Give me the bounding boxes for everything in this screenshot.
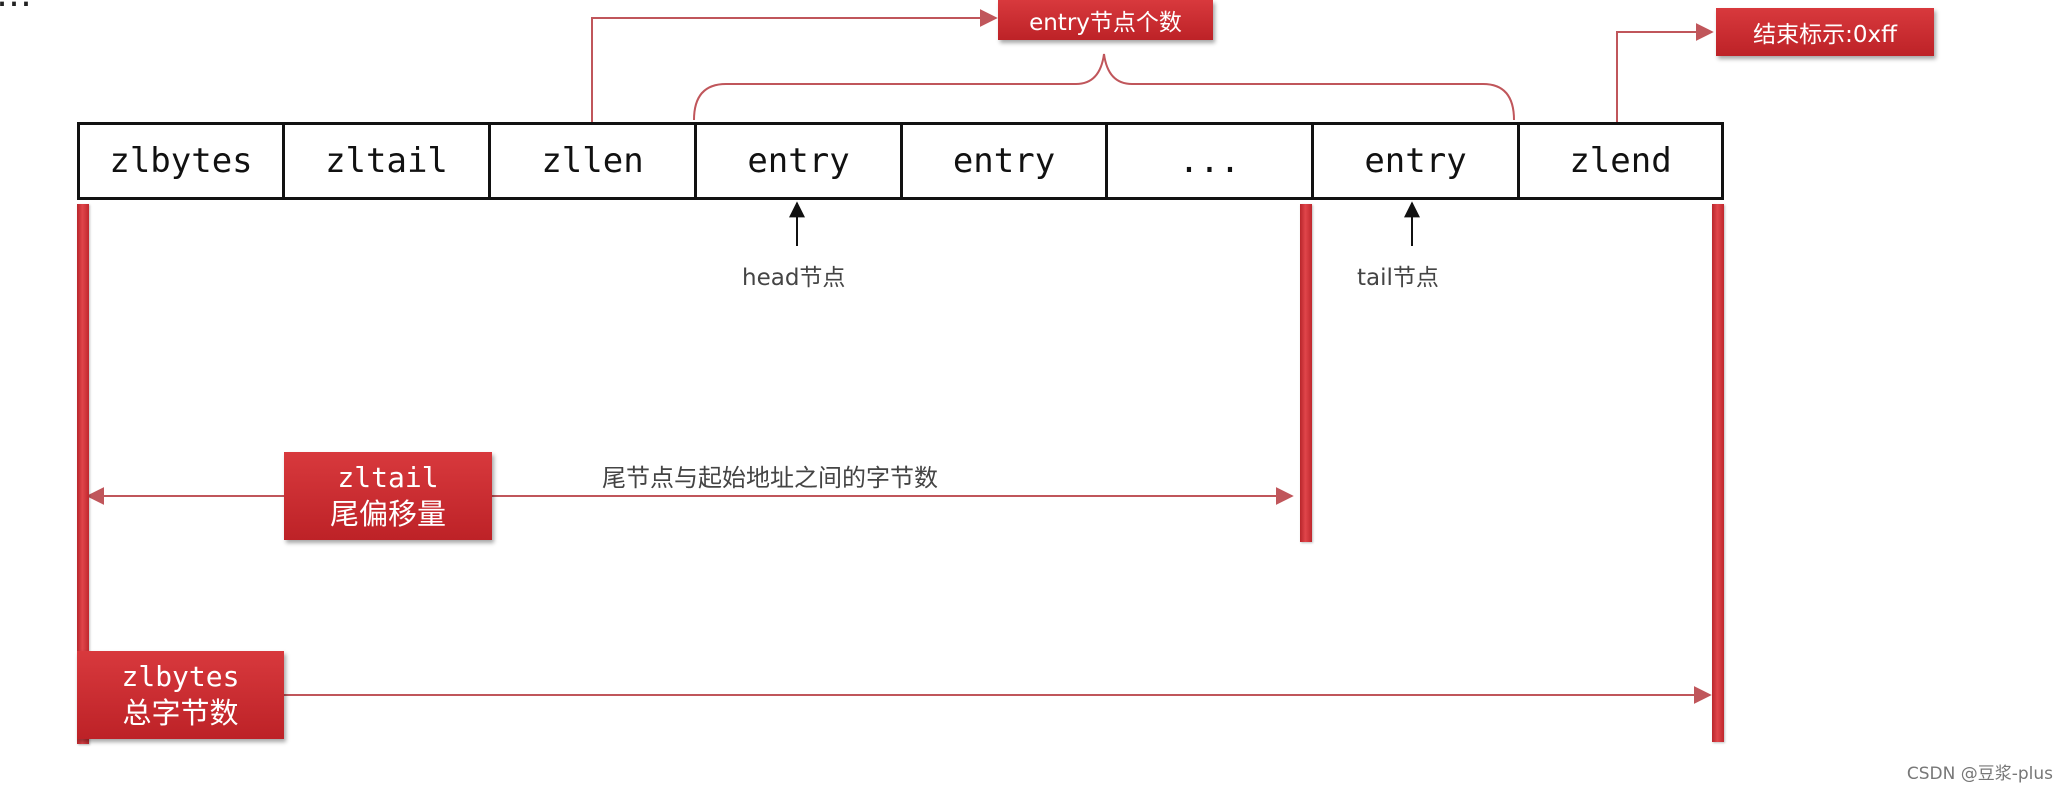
field-zlbytes: zlbytes [77,122,285,200]
field-entry-tail: entry [1311,122,1520,200]
watermark: CSDN @豆浆-plus [1906,764,2053,784]
field-ellipsis: ... [1105,122,1314,200]
tail-address-bar [1300,204,1312,542]
cropped-top-text: … [0,0,34,15]
tail-offset-description: 尾节点与起始地址之间的字节数 [602,464,938,492]
end-address-bar [1712,204,1724,742]
entries-brace [693,53,1515,121]
zlend-connector [1616,23,1714,122]
zltail-tag-subtitle: 尾偏移量 [329,497,446,531]
zlbytes-tag-subtitle: 总字节数 [122,696,239,730]
tail-node-label: tail节点 [1357,265,1439,291]
start-address-bar [77,204,89,744]
field-zllen: zllen [488,122,697,200]
field-zlend: zlend [1517,122,1724,200]
end-marker-tag: 结束标示:0xff [1716,8,1934,56]
zltail-tag-title: zltail [337,461,439,494]
field-entry-1: entry [694,122,903,200]
field-entry-2: entry [900,122,1108,200]
end-marker-label: 结束标示:0xff [1753,22,1897,48]
entry-count-label: entry节点个数 [1029,10,1182,36]
zltail-tag: zltail 尾偏移量 [284,452,492,540]
zlbytes-tag: zlbytes 总字节数 [77,651,284,739]
entry-count-tag: entry节点个数 [998,0,1213,40]
field-zltail: zltail [282,122,491,200]
zllen-connector [591,9,998,122]
head-node-label: head节点 [742,265,846,291]
zlbytes-tag-title: zlbytes [121,660,240,693]
